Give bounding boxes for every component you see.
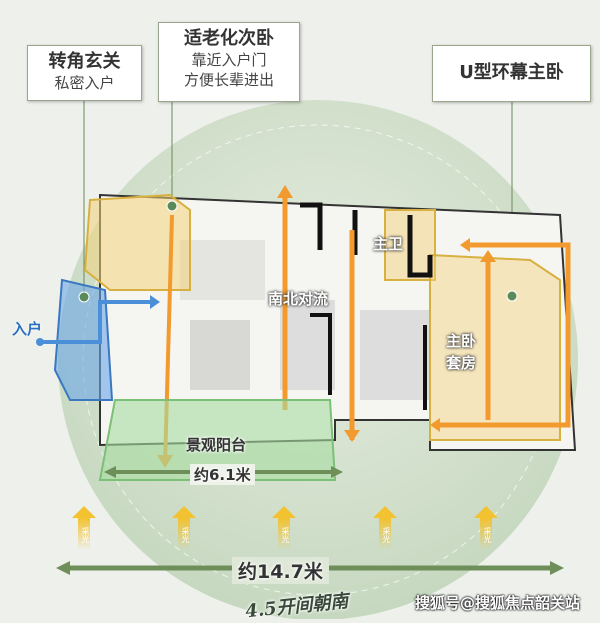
sunlight-arrow: 采光 bbox=[272, 506, 296, 550]
label-master-bath: 主卫 bbox=[373, 235, 404, 253]
balcony-zone bbox=[98, 399, 337, 481]
callout-elder-bedroom: 适老化次卧 靠近入户门 方便长辈进出 bbox=[158, 22, 300, 102]
callout-title: 适老化次卧 bbox=[184, 28, 274, 49]
sunlight-arrow: 采光 bbox=[373, 506, 397, 550]
watermark: 搜狐号@搜狐焦点韶关站 bbox=[415, 594, 581, 612]
label-master-suite-1: 主卧 bbox=[446, 332, 477, 350]
callout-sub: 方便长辈进出 bbox=[183, 71, 274, 89]
sunlight-label: 采光 bbox=[278, 518, 290, 550]
sunlight-arrow: 采光 bbox=[172, 506, 196, 550]
sunlight-arrow: 采光 bbox=[474, 506, 498, 550]
sunlight-label: 采光 bbox=[480, 518, 492, 550]
foyer-zone bbox=[83, 193, 191, 291]
label-total-width: 约14.7米 bbox=[232, 557, 329, 584]
callout-sub: 私密入户 bbox=[54, 74, 115, 92]
sunlight-label: 采光 bbox=[178, 518, 190, 550]
callout-title: 转角玄关 bbox=[48, 51, 121, 72]
callout-u-master-bedroom: U型环幕主卧 bbox=[432, 45, 591, 102]
sunlight-arrow: 采光 bbox=[72, 506, 96, 550]
sunlight-label: 采光 bbox=[78, 518, 90, 550]
callout-title: U型环幕主卧 bbox=[459, 62, 564, 83]
callout-sub: 靠近入户门 bbox=[191, 51, 267, 69]
label-balcony: 景观阳台 bbox=[186, 436, 247, 454]
label-master-suite-2: 套房 bbox=[446, 354, 477, 372]
callout-corner-foyer: 转角玄关 私密入户 bbox=[27, 45, 142, 101]
label-entry: 入户 bbox=[12, 320, 43, 338]
master-suite-zone bbox=[429, 253, 561, 441]
label-balcony-width: 约6.1米 bbox=[190, 464, 255, 485]
label-airflow: 南北对流 bbox=[268, 290, 329, 308]
sunlight-label: 采光 bbox=[379, 518, 391, 550]
